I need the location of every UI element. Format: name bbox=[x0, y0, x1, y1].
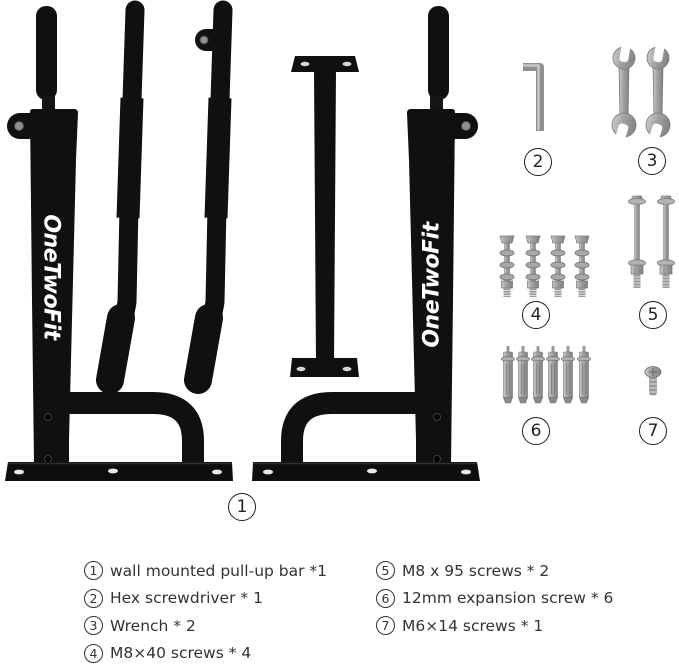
brand-left-frame: OneTwoFit bbox=[38, 214, 64, 340]
callout-3: 3 bbox=[638, 147, 666, 175]
list-item: 6 12mm expansion screw * 6 bbox=[376, 588, 613, 609]
callout-1: 1 bbox=[228, 493, 256, 521]
m8x40-screws-graphic bbox=[499, 235, 590, 298]
pullup-handle-left-graphic bbox=[96, 0, 145, 394]
item-label: 12mm expansion screw * 6 bbox=[402, 589, 614, 608]
item-label: Hex screwdriver * 1 bbox=[110, 589, 263, 608]
callout-6: 6 bbox=[522, 417, 550, 445]
callout-5: 5 bbox=[639, 301, 667, 329]
hex-key-graphic bbox=[523, 63, 544, 131]
list-item: 3 Wrench * 2 bbox=[84, 615, 327, 636]
expansion-screws-graphic bbox=[501, 345, 591, 404]
item-number: 5 bbox=[376, 561, 395, 580]
brand-right-frame: OneTwoFit bbox=[419, 222, 445, 348]
wall-mount-bar-graphic bbox=[290, 56, 359, 377]
item-number: 6 bbox=[376, 588, 395, 608]
list-item: 5 M8 x 95 screws * 2 bbox=[376, 560, 613, 581]
item-label: M6×14 screws * 1 bbox=[402, 616, 544, 635]
right-frame-graphic bbox=[252, 6, 480, 481]
list-item: 4 M8×40 screws * 4 bbox=[84, 643, 327, 664]
item-label: Wrench * 2 bbox=[110, 616, 196, 635]
callout-4: 4 bbox=[522, 301, 550, 329]
list-item: 2 Hex screwdriver * 1 bbox=[84, 588, 327, 609]
list-item: 7 M6×14 screws * 1 bbox=[376, 615, 613, 636]
callout-2: 2 bbox=[524, 148, 552, 176]
item-number: 2 bbox=[84, 588, 103, 608]
m8x95-screws-graphic bbox=[628, 195, 675, 289]
item-number: 4 bbox=[84, 643, 103, 663]
item-label: wall mounted pull-up bar *1 bbox=[110, 561, 328, 580]
list-item: 1 wall mounted pull-up bar *1 bbox=[84, 560, 327, 581]
item-label: M8 x 95 screws * 2 bbox=[402, 561, 550, 580]
m6x14-screw-graphic bbox=[644, 366, 662, 396]
item-number: 7 bbox=[376, 616, 395, 636]
pullup-handle-right-graphic bbox=[184, 0, 233, 394]
callout-7: 7 bbox=[639, 417, 667, 445]
item-number: 3 bbox=[84, 616, 103, 636]
parts-list-right-column: 5 M8 x 95 screws * 2 6 12mm expansion sc… bbox=[376, 560, 613, 643]
parts-list-left-column: 1 wall mounted pull-up bar *1 2 Hex scre… bbox=[84, 560, 327, 670]
wrench-pair-graphic bbox=[604, 31, 674, 155]
item-label: M8×40 screws * 4 bbox=[110, 644, 252, 663]
item-number: 1 bbox=[84, 561, 103, 580]
